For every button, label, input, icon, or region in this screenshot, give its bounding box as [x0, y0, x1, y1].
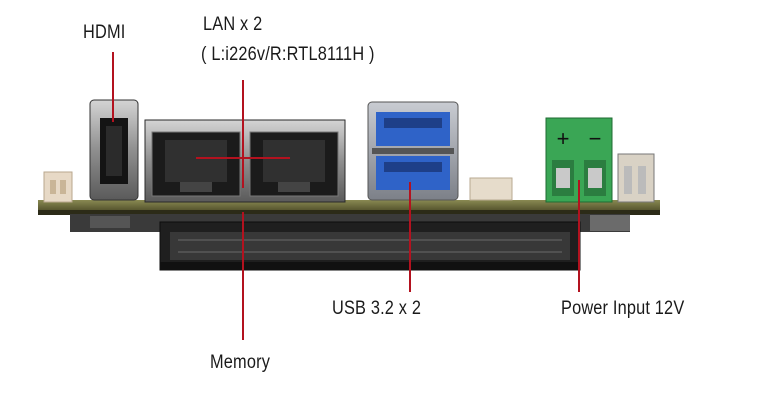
hdmi-label: HDMI: [83, 22, 126, 43]
memory-label: Memory: [210, 352, 271, 373]
hdmi-port: [89, 99, 139, 201]
small-left-connector: [43, 171, 73, 203]
small-header: [469, 177, 513, 201]
lan-title-label: LAN x 2: [203, 14, 263, 35]
callout-lines: [112, 52, 580, 340]
usb-label: USB 3.2 x 2: [332, 298, 422, 319]
memory-slot: [159, 221, 581, 271]
lan-detail-label: ( L:i226v/R:RTL8111H ): [201, 44, 375, 65]
terminal-minus-label: −: [589, 126, 602, 151]
right-connector: [617, 153, 655, 203]
terminal-plus-label: +: [557, 126, 570, 151]
lan-ports: [144, 119, 346, 203]
power-label: Power Input 12V: [561, 298, 685, 319]
usb-ports: [367, 101, 459, 201]
